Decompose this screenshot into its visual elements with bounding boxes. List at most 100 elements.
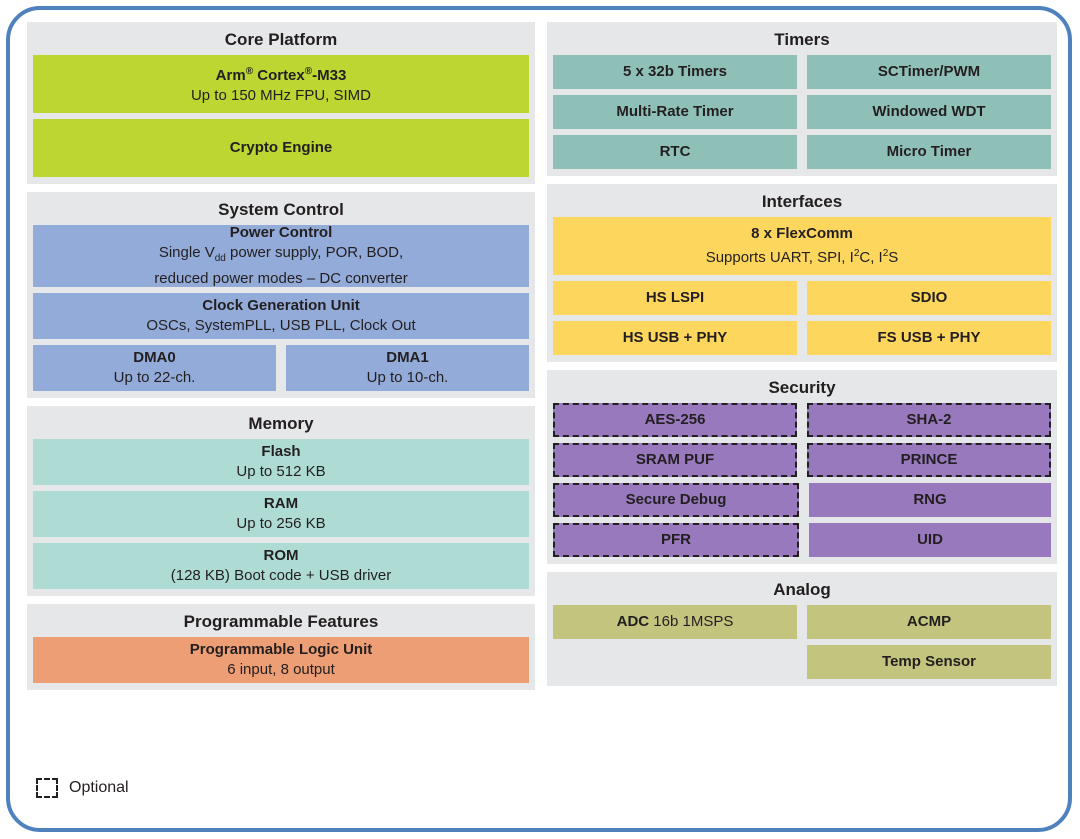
block-dma1[interactable]: DMA1 Up to 10-ch. <box>286 345 529 391</box>
group-title-core-platform: Core Platform <box>224 30 338 49</box>
block-aes-256[interactable]: AES-256 <box>553 403 797 437</box>
group-title-memory: Memory <box>248 414 314 433</box>
block-sdio[interactable]: SDIO <box>807 281 1051 315</box>
group-title-timers: Timers <box>774 30 830 49</box>
block-title: Micro Timer <box>886 143 972 160</box>
block-title: SCTimer/PWM <box>877 63 981 80</box>
block-title: DMA0 <box>133 349 176 366</box>
block-subtitle-line2: reduced power modes – DC converter <box>154 270 408 287</box>
group-system-control: System Control Power Control Single Vdd … <box>27 192 535 398</box>
analog-empty-slot <box>553 645 797 679</box>
block-title: Flash <box>261 443 301 460</box>
block-adc[interactable]: ADC 16b 1MSPS <box>553 605 797 639</box>
timers-row: 5 x 32b Timers SCTimer/PWM <box>553 55 1051 89</box>
timers-row: RTC Micro Timer <box>553 135 1051 169</box>
block-arm-cortex-m33[interactable]: Arm® Cortex®-M33 Up to 150 MHz FPU, SIMD <box>33 55 529 113</box>
block-programmable-logic-unit[interactable]: Programmable Logic Unit 6 input, 8 outpu… <box>33 637 529 683</box>
block-title: HS LSPI <box>645 289 705 306</box>
block-multi-rate-timer[interactable]: Multi-Rate Timer <box>553 95 797 129</box>
group-title-system-control: System Control <box>218 200 344 219</box>
block-rtc[interactable]: RTC <box>553 135 797 169</box>
analog-row: ADC 16b 1MSPS ACMP <box>553 605 1051 639</box>
block-power-control[interactable]: Power Control Single Vdd power supply, P… <box>33 224 529 287</box>
timers-row: Multi-Rate Timer Windowed WDT <box>553 95 1051 129</box>
block-subtitle: Up to 22-ch. <box>113 369 196 386</box>
interfaces-row: HS USB + PHY FS USB + PHY <box>553 321 1051 355</box>
right-column: Timers 5 x 32b Timers SCTimer/PWM Multi-… <box>547 22 1057 762</box>
block-subtitle: Supports UART, SPI, I2C, I2S <box>705 248 899 266</box>
block-pfr[interactable]: PFR <box>553 523 799 557</box>
block-acmp[interactable]: ACMP <box>807 605 1051 639</box>
security-row: SRAM PUF PRINCE <box>553 443 1051 477</box>
block-title: Secure Debug <box>625 491 727 508</box>
block-windowed-wdt[interactable]: Windowed WDT <box>807 95 1051 129</box>
block-subtitle: OSCs, SystemPLL, USB PLL, Clock Out <box>146 317 416 334</box>
block-clock-generation-unit[interactable]: Clock Generation Unit OSCs, SystemPLL, U… <box>33 293 529 339</box>
left-column: Core Platform Arm® Cortex®-M33 Up to 150… <box>27 22 535 762</box>
block-hs-lspi[interactable]: HS LSPI <box>553 281 797 315</box>
block-fs-usb-phy[interactable]: FS USB + PHY <box>807 321 1051 355</box>
group-timers: Timers 5 x 32b Timers SCTimer/PWM Multi-… <box>547 22 1057 176</box>
block-title: Multi-Rate Timer <box>616 103 734 120</box>
core-platform-blocks: Arm® Cortex®-M33 Up to 150 MHz FPU, SIMD… <box>33 55 529 177</box>
block-title: 5 x 32b Timers <box>623 63 727 80</box>
memory-blocks: Flash Up to 512 KB RAM Up to 256 KB ROM … <box>33 439 529 589</box>
block-sram-puf[interactable]: SRAM PUF <box>553 443 797 477</box>
block-title: ACMP <box>906 613 952 630</box>
block-title: Temp Sensor <box>882 653 976 670</box>
block-title: Crypto Engine <box>229 139 333 156</box>
block-32b-timers[interactable]: 5 x 32b Timers <box>553 55 797 89</box>
block-crypto-engine[interactable]: Crypto Engine <box>33 119 529 177</box>
block-secure-debug[interactable]: Secure Debug <box>553 483 799 517</box>
block-flexcomm[interactable]: 8 x FlexComm Supports UART, SPI, I2C, I2… <box>553 217 1051 275</box>
block-uid[interactable]: UID <box>809 523 1051 557</box>
block-title: RNG <box>913 491 947 508</box>
block-title: Power Control <box>229 224 333 241</box>
group-interfaces: Interfaces 8 x FlexComm Supports UART, S… <box>547 184 1057 362</box>
security-row: AES-256 SHA-2 <box>553 403 1051 437</box>
block-micro-timer[interactable]: Micro Timer <box>807 135 1051 169</box>
block-prince[interactable]: PRINCE <box>807 443 1051 477</box>
block-title: AES-256 <box>644 411 706 428</box>
block-ram[interactable]: RAM Up to 256 KB <box>33 491 529 537</box>
block-title: RTC <box>659 143 691 160</box>
group-memory: Memory Flash Up to 512 KB RAM Up to 256 … <box>27 406 535 596</box>
dashed-square-icon <box>36 778 58 798</box>
block-subtitle: Up to 256 KB <box>236 515 326 532</box>
group-title-interfaces: Interfaces <box>761 192 843 211</box>
legend-optional: Optional <box>36 778 129 798</box>
block-subtitle: (128 KB) Boot code + USB driver <box>170 567 392 584</box>
block-rng[interactable]: RNG <box>809 483 1051 517</box>
block-title: Clock Generation Unit <box>202 297 360 314</box>
programmable-features-blocks: Programmable Logic Unit 6 input, 8 outpu… <box>33 637 529 683</box>
block-temp-sensor[interactable]: Temp Sensor <box>807 645 1051 679</box>
block-title: ADC 16b 1MSPS <box>616 613 734 630</box>
block-title: ROM <box>263 547 299 564</box>
block-sha-2[interactable]: SHA-2 <box>807 403 1051 437</box>
group-title-analog: Analog <box>773 580 831 599</box>
block-subtitle: Up to 512 KB <box>236 463 326 480</box>
block-title: SDIO <box>910 289 948 306</box>
group-title-programmable-features: Programmable Features <box>183 612 379 631</box>
block-title: HS USB + PHY <box>622 329 728 346</box>
analog-row: Temp Sensor <box>553 645 1051 679</box>
block-subtitle: Up to 10-ch. <box>366 369 449 386</box>
block-title: 8 x FlexComm <box>751 225 853 242</box>
block-flash[interactable]: Flash Up to 512 KB <box>33 439 529 485</box>
block-title: PRINCE <box>900 451 958 468</box>
block-title: Programmable Logic Unit <box>189 641 373 658</box>
security-row: PFR UID <box>553 523 1051 557</box>
block-sctimer-pwm[interactable]: SCTimer/PWM <box>807 55 1051 89</box>
security-row: Secure Debug RNG <box>553 483 1051 517</box>
block-hs-usb-phy[interactable]: HS USB + PHY <box>553 321 797 355</box>
diagram-frame: Core Platform Arm® Cortex®-M33 Up to 150… <box>6 6 1072 832</box>
block-title: SHA-2 <box>906 411 952 428</box>
group-analog: Analog ADC 16b 1MSPS ACMP Temp Sensor <box>547 572 1057 686</box>
block-title: Windowed WDT <box>872 103 986 120</box>
security-blocks: AES-256 SHA-2 SRAM PUF PRINCE <box>553 403 1051 557</box>
block-dma0[interactable]: DMA0 Up to 22-ch. <box>33 345 276 391</box>
block-title: PFR <box>661 531 691 548</box>
block-subtitle: 6 input, 8 output <box>227 661 335 678</box>
block-rom[interactable]: ROM (128 KB) Boot code + USB driver <box>33 543 529 589</box>
legend-label: Optional <box>69 779 129 796</box>
